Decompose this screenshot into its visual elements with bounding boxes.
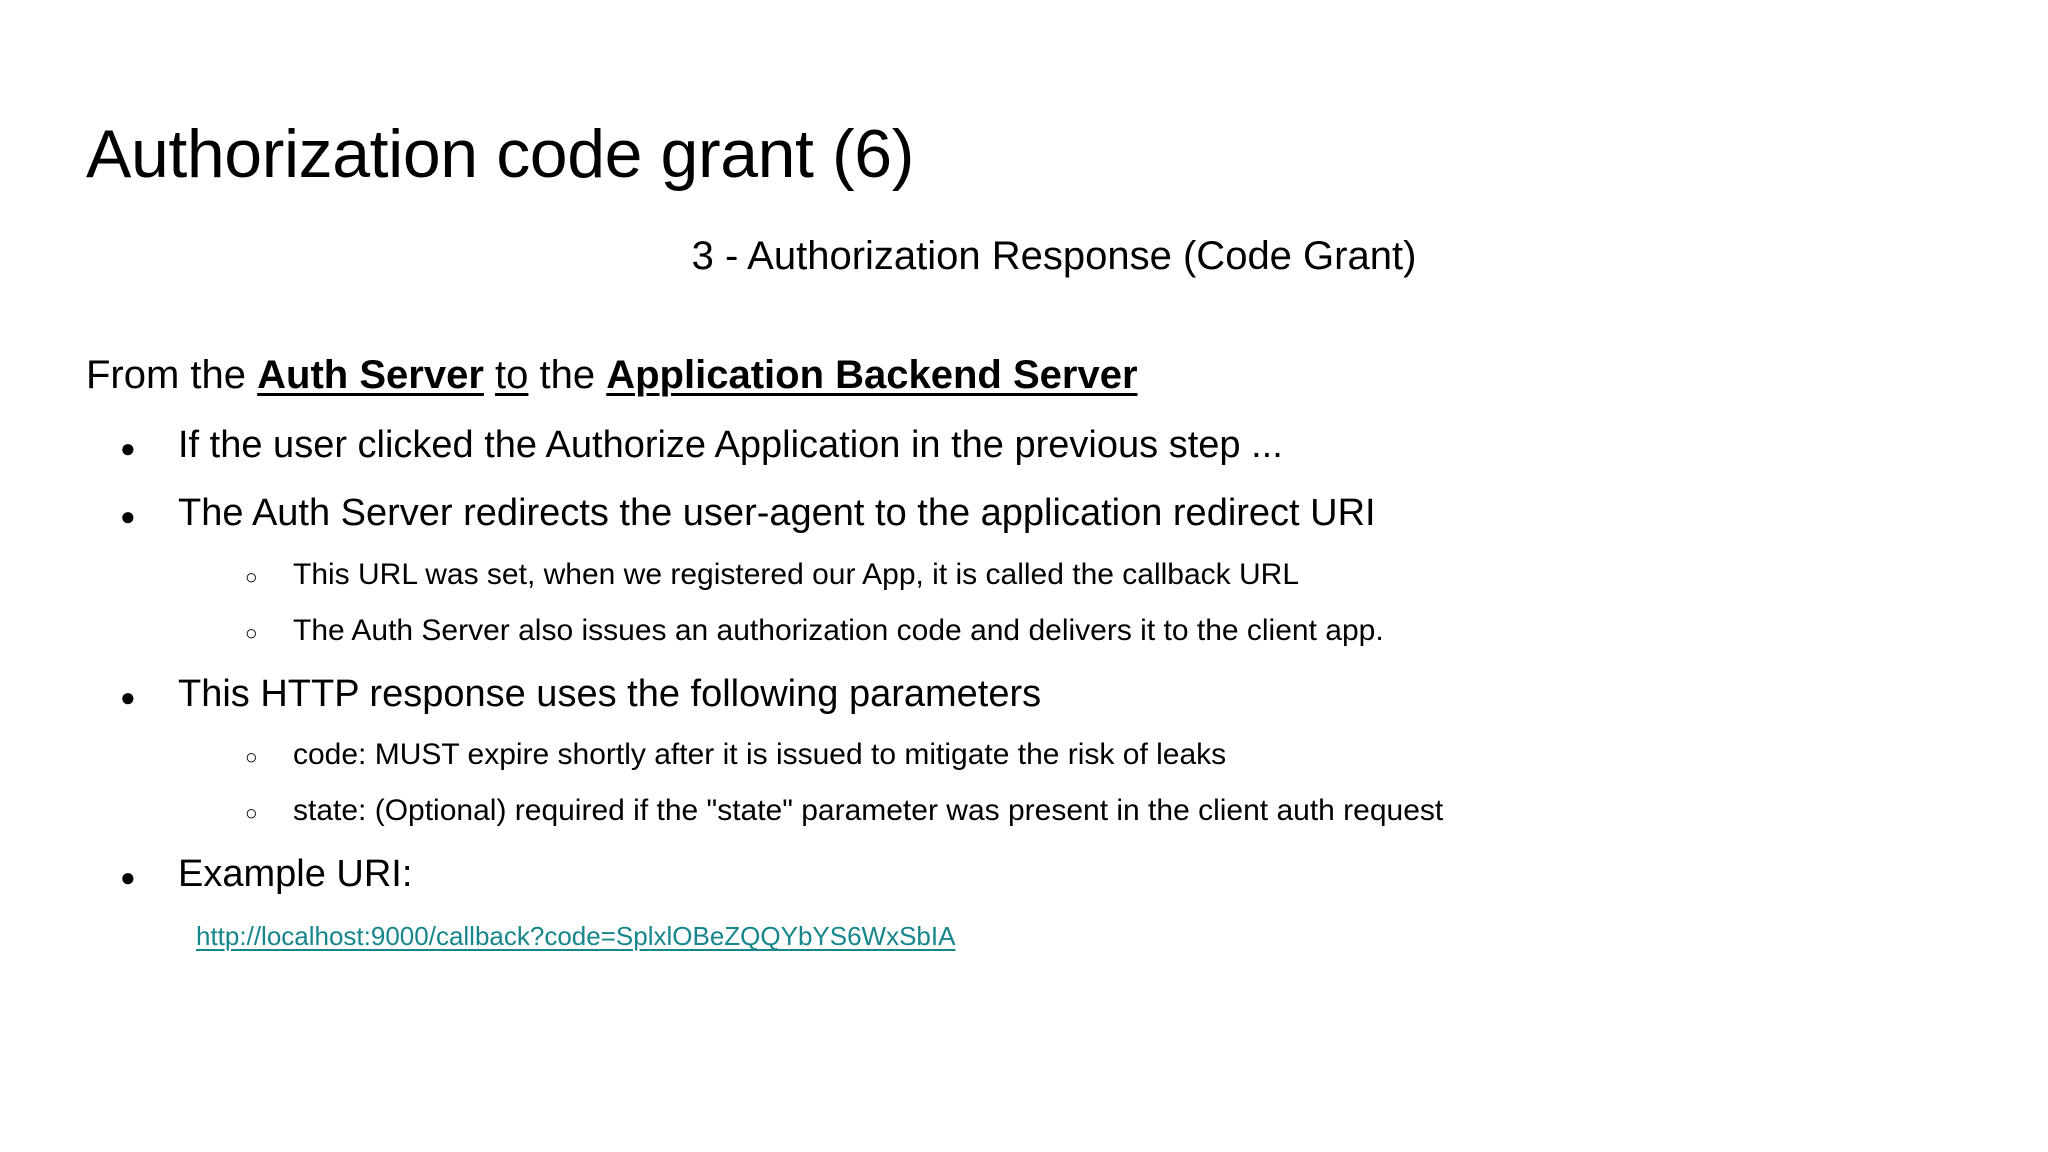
list-item: ● Example URI: [0, 851, 2048, 897]
list-item: ● If the user clicked the Authorize Appl… [0, 422, 2048, 468]
bullet-circle-icon: ○ [245, 802, 258, 826]
example-uri-link[interactable]: http://localhost:9000/callback?code=Splx… [196, 921, 956, 952]
bullet-circle-icon: ○ [245, 746, 258, 770]
lead-source-emphasis: Auth Server [257, 353, 484, 397]
sub-list-item: ○ code: MUST expire shortly after it is … [0, 737, 2048, 773]
lead-connector-underline: to [495, 353, 529, 397]
bullet-circle-icon: ○ [245, 621, 258, 645]
bullet-disc-icon: ● [120, 862, 136, 893]
bullet-disc-icon: ● [120, 681, 136, 712]
list-item: ● This HTTP response uses the following … [0, 671, 2048, 717]
lead-target-emphasis: Application Backend Server [606, 353, 1138, 397]
lead-prefix: From the [86, 353, 258, 397]
lead-middle: the [528, 353, 607, 397]
slide-subtitle: 3 - Authorization Response (Code Grant) [691, 234, 1417, 278]
sub-list-item: ○ The Auth Server also issues an authori… [0, 613, 2048, 649]
lead-line: From the Auth Server to the Application … [0, 350, 2048, 400]
bullet-disc-icon: ● [120, 433, 136, 463]
sub-list-item: ○ state: (Optional) required if the "sta… [0, 793, 2048, 829]
bullet-disc-icon: ● [120, 501, 136, 532]
example-uri-row: http://localhost:9000/callback?code=Splx… [0, 921, 2048, 952]
page-title: Authorization code grant (6) [86, 116, 914, 192]
list-item-label: If the user clicked the Authorize Applic… [178, 424, 1283, 466]
sub-list-item-label: This URL was set, when we registered our… [293, 557, 1300, 591]
bullet-circle-icon: ○ [245, 565, 258, 589]
sub-list-item-label: The Auth Server also issues an authoriza… [293, 613, 1384, 647]
sub-list-item: ○ This URL was set, when we registered o… [0, 557, 2048, 593]
list-item-label: This HTTP response uses the following pa… [178, 672, 1042, 715]
list-item: ● The Auth Server redirects the user-age… [0, 490, 2048, 536]
slide-body: From the Auth Server to the Application … [0, 350, 2048, 953]
list-item-label: The Auth Server redirects the user-agent… [178, 492, 1376, 535]
list-item-label: Example URI: [178, 853, 413, 896]
sub-list-item-label: state: (Optional) required if the "state… [293, 794, 1444, 828]
sub-list-item-label: code: MUST expire shortly after it is is… [293, 738, 1227, 772]
